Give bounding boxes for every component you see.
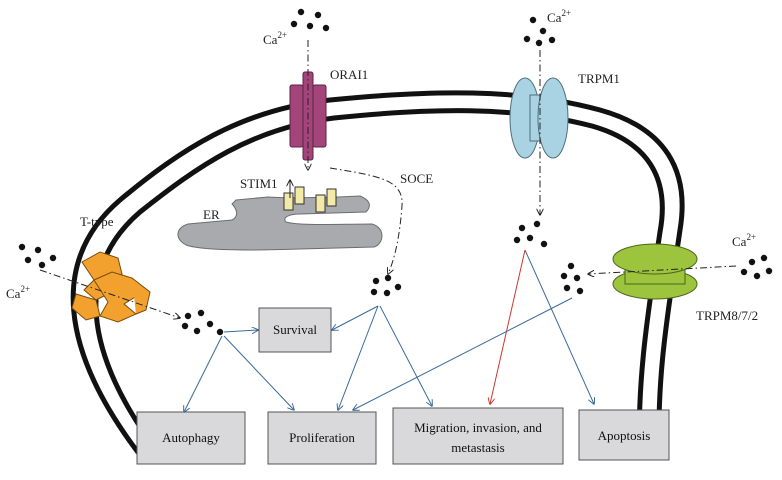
soce-path	[329, 167, 403, 274]
soce-label: SOCE	[400, 171, 433, 186]
t-type-channel	[71, 251, 151, 323]
influx-ttype	[39, 269, 180, 318]
ca-ions-cyto-trpm872	[560, 262, 584, 295]
ca-ions-top-right	[523, 16, 556, 47]
stim1-label: STIM1	[240, 176, 278, 191]
autophagy-box	[136, 411, 246, 465]
orai1-label: ORAI1	[330, 67, 368, 82]
er-label: ER	[203, 207, 220, 222]
apoptosis-label: Apoptosis	[598, 428, 651, 443]
ca-ions-left	[18, 243, 57, 269]
migration-label-line1: Migration, invasion, and	[414, 420, 542, 435]
autophagy-label: Autophagy	[162, 430, 220, 445]
trpm1-channel	[509, 77, 569, 159]
ca-ions-cyto-ttype	[181, 309, 224, 336]
ca-ions-cyto-soce	[370, 274, 402, 297]
ca-label-left: Ca2+	[6, 284, 30, 301]
migration-box	[392, 407, 564, 465]
stim1-protein	[283, 180, 337, 213]
ca-label-right: Ca2+	[732, 232, 756, 249]
ca-ions-top-left	[290, 8, 330, 32]
survival-box	[258, 307, 332, 353]
proliferation-box	[267, 411, 377, 465]
trpm872-channel	[612, 243, 698, 300]
apoptosis-box	[578, 409, 670, 461]
t-type-label: T-type	[80, 214, 114, 229]
proliferation-label: Proliferation	[289, 430, 355, 445]
trpm872-label: TRPM8/7/2	[696, 308, 758, 323]
survival-label: Survival	[273, 322, 317, 337]
migration-label-line2: metastasis	[451, 440, 504, 455]
trpm1-label: TRPM1	[578, 71, 620, 86]
ca-label-top-left: Ca2+	[263, 30, 287, 47]
influx-trpm872	[588, 265, 737, 274]
ca-ions-right	[740, 254, 773, 280]
cell-membrane	[70, 90, 685, 461]
ca-label-top-right: Ca2+	[547, 8, 571, 25]
ca-ions-cyto-trpm1	[513, 220, 548, 248]
effect-arrows	[184, 249, 594, 412]
endoplasmic-reticulum	[177, 195, 383, 251]
